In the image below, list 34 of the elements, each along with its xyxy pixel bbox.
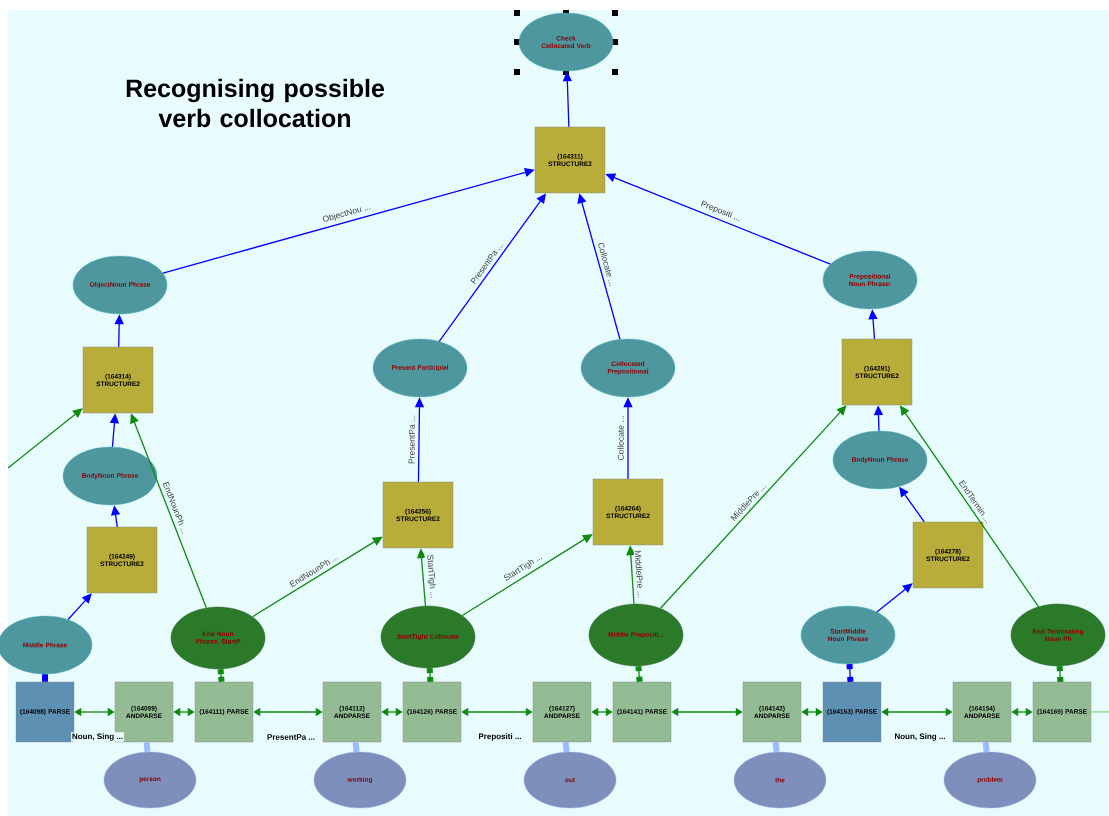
arrow bbox=[1011, 707, 1033, 717]
arrow bbox=[591, 707, 613, 717]
arrow bbox=[772, 741, 780, 753]
arrow bbox=[173, 707, 195, 717]
arrow bbox=[426, 668, 434, 682]
arrow bbox=[7, 408, 83, 469]
arrow bbox=[671, 707, 743, 717]
edge-label: MiddlePre ... bbox=[633, 548, 646, 600]
arrow bbox=[352, 741, 360, 753]
edge-label: StartTigh ... bbox=[424, 553, 439, 600]
arrow bbox=[253, 707, 323, 717]
arrow bbox=[67, 593, 92, 621]
edge-label: PresentPa ... bbox=[407, 413, 417, 465]
arrow bbox=[846, 664, 854, 682]
arrow bbox=[42, 674, 48, 682]
arrow bbox=[801, 707, 823, 717]
edge-label: Noun, Sing ... bbox=[70, 732, 125, 742]
edge-label: Prepositi ... bbox=[477, 732, 523, 742]
arrow bbox=[1056, 666, 1064, 682]
arrow bbox=[881, 707, 953, 717]
edge-label: Collocate ... bbox=[616, 414, 625, 462]
edge-label: Noun, Sing ... bbox=[893, 732, 947, 742]
arrow bbox=[461, 707, 533, 717]
arrow bbox=[659, 405, 847, 609]
arrow bbox=[461, 534, 593, 617]
arrow bbox=[251, 536, 383, 618]
arrow bbox=[876, 583, 913, 613]
arrow bbox=[982, 741, 990, 753]
arrow bbox=[562, 741, 570, 753]
edge-label: PresentPa ... bbox=[266, 733, 316, 741]
arrow bbox=[74, 707, 115, 717]
edge-label: Collocate ... bbox=[596, 240, 617, 288]
arrow bbox=[381, 707, 403, 717]
title: Recognising possible verb collocation bbox=[126, 78, 385, 128]
